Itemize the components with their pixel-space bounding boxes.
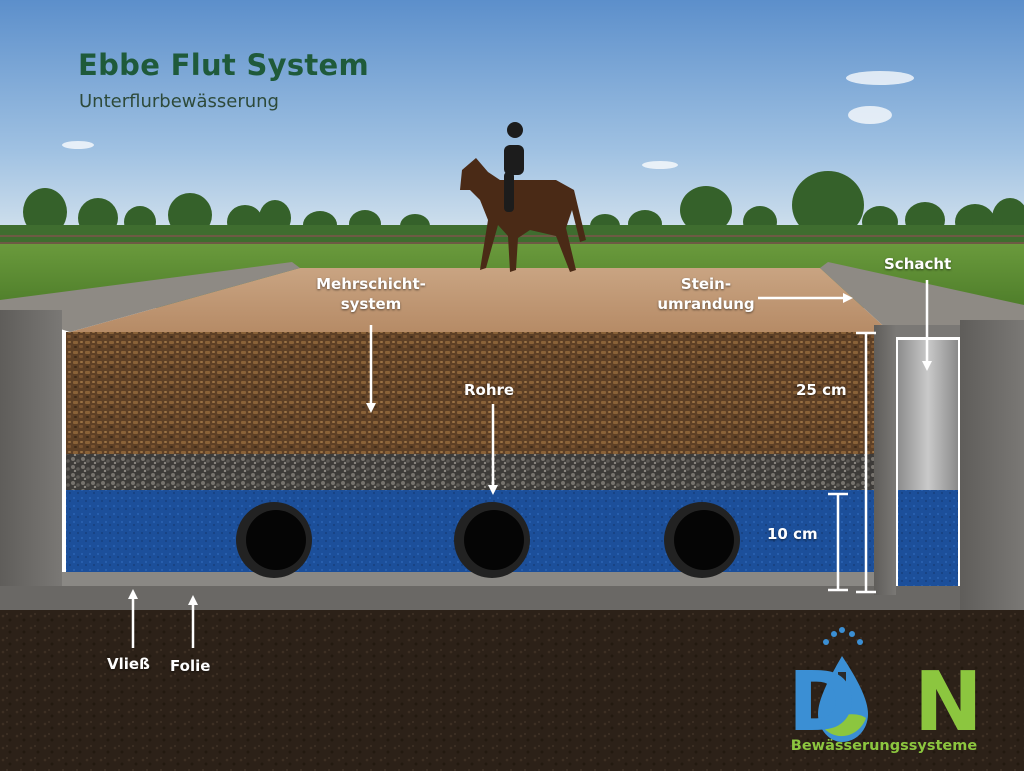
arena-surface [70,268,890,332]
horse-rider-icon [460,122,586,272]
label-folie: Folie [170,657,211,675]
label-depth-water: 10 cm [767,525,818,543]
right-border-top [820,262,1024,332]
clouds [62,71,914,169]
page-subtitle: Unterflurbewässerung [79,91,279,112]
logo-letters: D N [788,656,983,740]
label-rohre: Rohre [464,381,515,399]
depth-marker-10cm [828,492,848,592]
liner-layer [62,572,874,586]
label-schacht: Schacht [884,255,952,273]
pipe [664,502,740,578]
bottom-slab [0,586,1024,610]
gravel-layer [66,454,874,490]
right-stone-border [874,325,896,595]
water-spray-icon [823,627,863,645]
pipe [454,502,530,578]
logo-letter-d: D [788,656,856,740]
label-mehrschichtsystem: Mehrschicht- system [316,275,426,313]
dan-logo [818,627,868,742]
label-arrows [128,280,932,648]
page-title: Ebbe Flut System [78,48,370,82]
logo-tagline: Bewässerungssysteme [790,738,978,754]
left-border-top [0,262,300,332]
logo-letter-n: N [914,656,983,740]
label-steinumrandung: Stein- umrandung [657,275,755,313]
sprinkler-icon [838,672,846,716]
field-icon [822,714,866,737]
depth-marker-25cm [856,331,876,594]
tree-line [0,171,1024,245]
mehrschicht-layer [66,332,874,454]
shaft-water [898,490,958,586]
pipe [236,502,312,578]
label-depth-total: 25 cm [796,381,847,399]
label-vliess: Vließ [107,655,150,673]
shaft-outer-wall [960,320,1024,610]
left-stone-border [0,310,62,610]
